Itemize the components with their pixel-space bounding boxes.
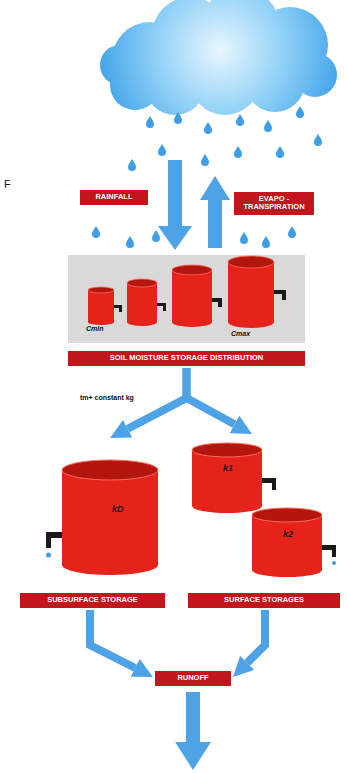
node-label: SOIL MOISTURE STORAGE DISTRIBUTION [68, 351, 305, 366]
node-label: RUNOFF [155, 671, 231, 686]
flow-arrow [187, 368, 235, 424]
process-box: EVAPO - TRANSPIRATION [234, 182, 314, 215]
storage-buckets [46, 443, 336, 577]
raindrops [92, 106, 322, 248]
node-label: SUBSURFACE STORAGE [20, 593, 165, 608]
flow-arrow [247, 610, 265, 663]
storage-group: SUBSURFACE STORAGE [20, 440, 165, 608]
constant-label: k1 [223, 464, 233, 474]
capacity-label: Cmin [86, 325, 104, 333]
cloud [100, 0, 337, 115]
constant-label: k2 [283, 530, 293, 540]
flow-arrow [90, 610, 135, 668]
soil-buckets [88, 256, 286, 328]
flow-arrow [128, 368, 187, 429]
constant-label: kD [112, 505, 124, 515]
capacity-label: Cmax [231, 330, 250, 338]
storage-group: SURFACE STORAGES [188, 436, 340, 608]
soil-panel [68, 255, 305, 343]
storage-group: SOIL MOISTURE STORAGE DISTRIBUTION [68, 255, 305, 366]
edge-letter: F [4, 178, 11, 190]
parameter-label: tm+ constant kg [80, 394, 134, 402]
node-label: EVAPO - TRANSPIRATION [234, 192, 314, 215]
node-label: RAINFALL [80, 190, 148, 205]
process-box: RUNOFF [155, 668, 231, 686]
node-label: SURFACE STORAGES [188, 593, 340, 608]
process-box: RAINFALL [80, 188, 148, 205]
